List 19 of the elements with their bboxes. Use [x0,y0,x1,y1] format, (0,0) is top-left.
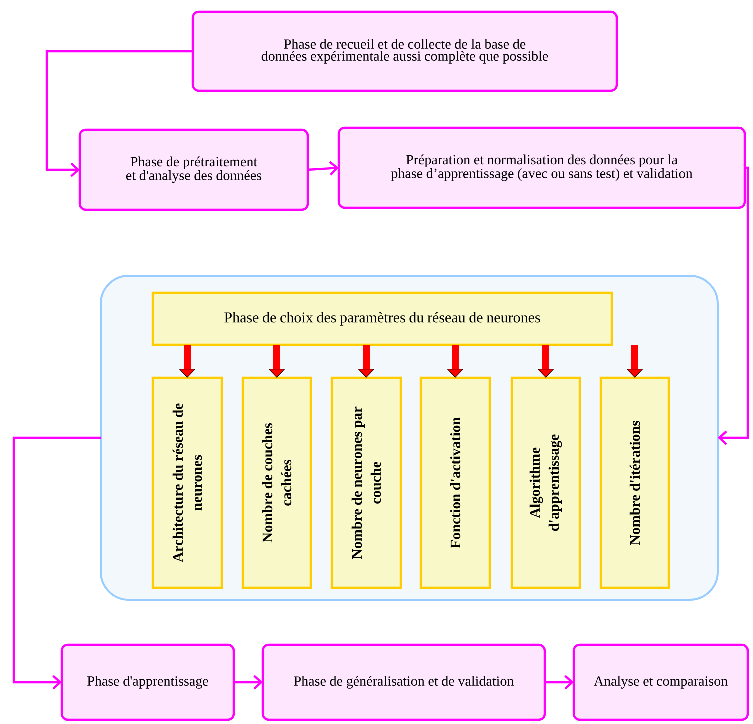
arrow [12,436,101,690]
parameter-box: Fonction d'activation [420,376,492,590]
process-box: Phase de recueil et de collecte de la base de données expérimentale aussi complète que possible [192,10,618,92]
header-box: Phase de choix des paramètres du réseau de neurones [152,292,614,346]
process-box: Préparation et normalisation des données pour la phase d’apprentissage (avec ou sans test) et validation [338,126,746,210]
process-box: Phase de prétraitement et d'analyse des données [78,128,310,212]
parameter-box: Nombre d'itérations [600,376,670,590]
arrow [46,50,193,178]
arrow [234,675,263,690]
parameter-box: Nombre de couches cachées [242,376,312,590]
arrow [545,675,574,690]
parameter-box: Architecture du réseau de neurones [152,376,224,590]
process-box: Analyse et comparaison [572,644,750,722]
process-box: Phase de généralisation et de validation [262,644,546,722]
arrow [718,166,750,446]
process-box: Phase d'apprentissage [60,644,236,722]
arrow [308,161,339,176]
parameter-box: Algorithme d'apprentissage [510,376,582,590]
parameter-box: Nombre de neurones par couche [330,376,402,590]
